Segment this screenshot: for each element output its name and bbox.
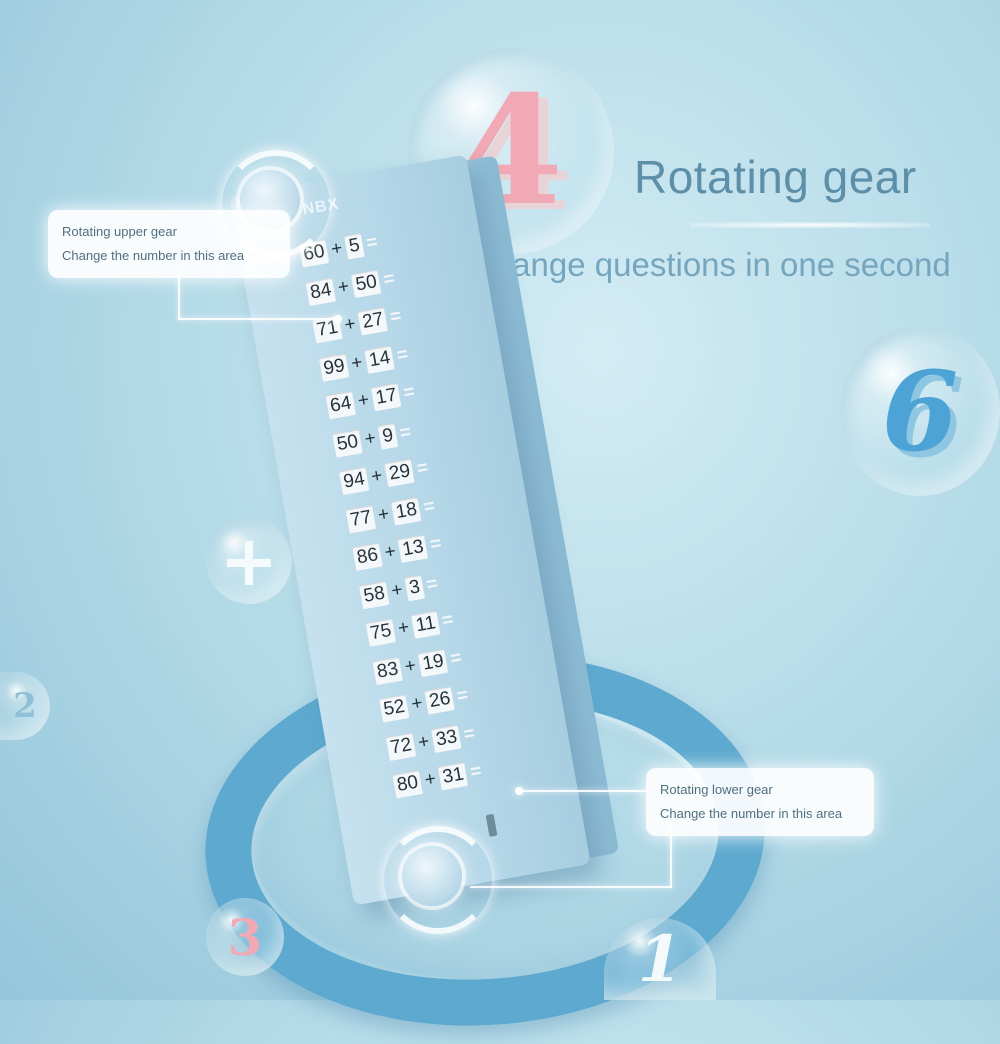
problem-operator: + — [342, 313, 358, 337]
problem-operand-a: 50 — [332, 429, 364, 458]
product-scene: Rotating gear Change questions in one se… — [0, 48, 1000, 1044]
problem-operator: + — [403, 654, 418, 678]
bubble-plus: + — [206, 518, 292, 604]
problem-operand-b: 13 — [397, 534, 429, 564]
problem-operand-b: 9 — [377, 422, 399, 450]
problem-operator: + — [362, 427, 378, 451]
plus-symbol: + — [219, 520, 279, 602]
problem-operand-b: 17 — [370, 383, 402, 412]
headline-subtitle: Change questions in one second — [470, 246, 951, 283]
problem-operator: + — [356, 389, 371, 413]
upper-callout-desc: Change the number in this area — [62, 248, 245, 263]
upper-leader-dot — [334, 315, 342, 323]
bubble-three: 3 — [206, 898, 284, 976]
upper-leader-horizontal — [178, 318, 338, 320]
lower-rotation-arrows — [384, 826, 492, 934]
problem-operand-b: 26 — [424, 686, 456, 715]
lower-leader-dot — [515, 787, 523, 795]
upper-leader-vertical — [178, 270, 180, 320]
problem-operand-a: 84 — [305, 277, 337, 306]
lower-callout-title: Rotating lower gear — [660, 782, 773, 797]
bubble-one: 1 — [604, 918, 716, 1000]
problem-operand-a: 77 — [345, 504, 377, 534]
lower-callout-desc: Change the number in this area — [660, 806, 843, 821]
problem-equals: = — [364, 231, 380, 255]
lower-leader-horizontal — [520, 790, 648, 792]
problem-operator: + — [329, 237, 345, 261]
problem-operand-a: 75 — [365, 618, 397, 648]
problem-operand-b: 50 — [350, 269, 382, 298]
problem-operator: + — [396, 617, 411, 640]
problem-operand-a: 80 — [392, 770, 424, 799]
problem-equals: = — [424, 572, 440, 596]
problem-operand-a: 86 — [352, 542, 384, 572]
lower-gear-knob[interactable] — [402, 846, 462, 906]
problem-operator: + — [349, 351, 365, 375]
lower-gear-callout: Rotating lower gear Change the number in… — [646, 768, 874, 836]
digit-one: 1 — [637, 921, 683, 997]
problem-operand-b: 31 — [437, 762, 469, 791]
problem-operand-b: 19 — [417, 648, 449, 677]
problem-operand-a: 94 — [338, 467, 370, 496]
bubble-six: 6 — [840, 326, 1000, 496]
upper-callout-title: Rotating upper gear — [62, 224, 177, 239]
problem-operator: + — [336, 275, 351, 299]
problem-operand-a: 52 — [378, 694, 410, 723]
problem-operand-b: 3 — [404, 574, 425, 602]
problem-operand-b: 29 — [384, 458, 416, 488]
upper-gear-callout: Rotating upper gear Change the number in… — [48, 210, 290, 278]
digit-three: 3 — [227, 907, 263, 967]
problem-operand-a: 64 — [325, 391, 357, 420]
problem-operator: + — [389, 579, 405, 602]
problem-operand-a: 72 — [385, 732, 417, 761]
lower-leader-bottom — [470, 886, 672, 888]
problem-operand-b: 27 — [357, 307, 389, 336]
digit-six: 6 — [881, 346, 959, 476]
problem-operator: + — [416, 730, 432, 754]
problem-operator: + — [376, 503, 391, 526]
problem-operand-b: 33 — [431, 724, 463, 753]
problem-operand-a: 83 — [372, 656, 404, 685]
problem-operator: + — [423, 768, 438, 792]
problem-operand-b: 14 — [364, 345, 396, 374]
problem-operator: + — [409, 692, 425, 716]
problem-operand-b: 18 — [391, 496, 422, 526]
problem-operator: + — [383, 541, 398, 564]
bubble-two: 2 — [0, 672, 50, 740]
problem-equals: = — [440, 609, 456, 632]
problem-operand-a: 99 — [318, 353, 350, 382]
lower-leader-vertical — [670, 828, 672, 888]
problem-operand-b: 11 — [411, 610, 441, 639]
digit-two: 2 — [13, 686, 37, 726]
headline-glow — [690, 222, 930, 228]
problem-operator: + — [369, 465, 385, 488]
problem-equals: = — [398, 421, 413, 444]
problem-operand-a: 58 — [358, 580, 390, 610]
headline-title: Rotating gear — [634, 151, 917, 203]
problem-operand-b: 5 — [344, 233, 365, 260]
